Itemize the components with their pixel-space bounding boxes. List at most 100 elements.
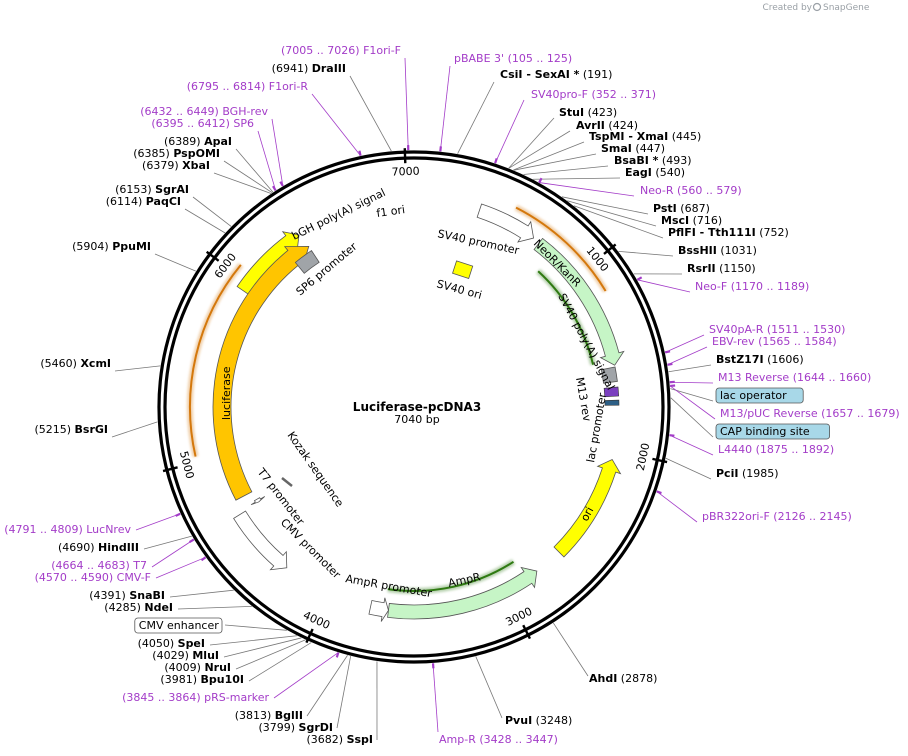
feature-sv40-ori-block[interactable] <box>452 260 474 279</box>
enzyme-label[interactable]: (4690) HindIII <box>58 541 139 554</box>
primer-label[interactable]: pBR322ori-F (2126 .. 2145) <box>702 510 852 523</box>
feature-ampr[interactable] <box>387 566 538 620</box>
enzyme-label[interactable]: RsrII (1150) <box>687 262 756 275</box>
feature-box <box>134 617 223 634</box>
feature-label-ampr-promoter: AmpR promoter <box>344 572 433 600</box>
primer-label[interactable]: EBV-rev (1565 .. 1584) <box>712 335 837 348</box>
enzyme-label[interactable]: (5904) PpuMI <box>72 240 151 253</box>
enzyme-label[interactable]: (4029) MluI <box>152 649 219 662</box>
feature-bgh-polya-block[interactable] <box>294 250 320 274</box>
leader-line <box>223 160 273 194</box>
site-label-text: AvrII (424) <box>576 119 638 132</box>
primer-label[interactable]: L4440 (1875 .. 1892) <box>718 443 834 456</box>
primer-label[interactable]: (6432 .. 6449) BGH-rev <box>140 105 268 118</box>
enzyme-label[interactable]: (3799) SgrDI <box>258 721 333 734</box>
ring-tick <box>305 628 314 644</box>
site-name: CMV-F <box>117 571 151 584</box>
site-pos: (3845 .. 3864) <box>122 691 204 704</box>
site-name: CsiI <box>500 68 522 81</box>
feature-lac-promoter-block[interactable] <box>604 399 620 406</box>
enzyme-label[interactable]: (6379) XbaI <box>142 159 210 172</box>
site-label-text: (6153) SgrAI <box>115 183 189 196</box>
backbone-ring <box>157 150 671 664</box>
primer-label[interactable]: M13 Reverse (1644 .. 1660) <box>718 371 871 384</box>
enzyme-label[interactable]: BssHII (1031) <box>678 244 757 257</box>
feature-box-label[interactable]: CAP binding site <box>715 423 830 440</box>
leader-line <box>154 253 196 272</box>
feature-box-label[interactable]: lac operator <box>715 387 804 404</box>
feature-sv40-polya-block[interactable] <box>600 366 618 384</box>
primer-label[interactable]: (6795 .. 6814) F1ori-R <box>187 80 309 93</box>
site-name: BssHII <box>678 244 717 257</box>
primer-label[interactable]: Neo-R (560 .. 579) <box>640 184 742 197</box>
primer-label[interactable]: (6395 .. 6412) SP6 <box>151 117 254 130</box>
feature-cmv-promoter[interactable] <box>233 510 288 571</box>
enzyme-label[interactable]: TspMI - XmaI (445) <box>589 130 701 143</box>
enzyme-label[interactable]: StuI (423) <box>559 106 617 119</box>
primer-label[interactable]: (3845 .. 3864) pRS-marker <box>122 691 269 704</box>
site-name: EagI <box>625 166 652 179</box>
enzyme-label[interactable]: SmaI (447) <box>601 142 665 155</box>
enzyme-label[interactable]: (3813) BglII <box>235 709 303 722</box>
site-name: SgrDI <box>299 721 333 734</box>
site-pos: (3248) <box>532 714 572 727</box>
feature-box-label[interactable]: CMV enhancer <box>134 617 223 634</box>
primer-label[interactable]: pBABE 3' (105 .. 125) <box>454 52 572 65</box>
primer-label[interactable]: SV40pA-R (1511 .. 1530) <box>709 323 845 336</box>
enzyme-label[interactable]: (6389) ApaI <box>164 135 232 148</box>
enzyme-label[interactable]: BstZ17I (1606) <box>716 353 804 366</box>
primer-site-mark <box>656 490 662 495</box>
feature-ori[interactable] <box>553 458 622 558</box>
site-name: F1ori-F <box>363 44 401 57</box>
primer-label[interactable]: Neo-F (1170 .. 1189) <box>695 280 809 293</box>
primer-label[interactable]: (4664 .. 4683) T7 <box>51 559 147 572</box>
site-label-text: (6795 .. 6814) F1ori-R <box>187 80 309 93</box>
leader-line <box>669 381 714 384</box>
feature-luciferase[interactable] <box>212 246 310 501</box>
ring-tick <box>205 250 220 262</box>
site-name: MscI <box>661 214 689 227</box>
ring-tick <box>162 466 178 473</box>
primer-label[interactable]: (7005 .. 7026) F1ori-F <box>281 44 401 57</box>
enzyme-label[interactable]: PflFI - Tth111I (752) <box>668 226 789 239</box>
primer-label[interactable]: (4791 .. 4809) LucNrev <box>4 523 131 536</box>
leader-line <box>235 148 274 193</box>
enzyme-label[interactable]: PstI (687) <box>653 202 710 215</box>
enzyme-label[interactable]: (4285) NdeI <box>104 601 173 614</box>
leader-line <box>513 153 597 171</box>
enzyme-label[interactable]: (6385) PspOMI <box>133 147 220 160</box>
feature-t7-promoter[interactable] <box>250 496 266 506</box>
primer-label[interactable]: (4570 .. 4590) CMV-F <box>35 571 151 584</box>
leader-line <box>235 639 306 670</box>
feature-sv40-promoter[interactable] <box>476 203 535 243</box>
enzyme-label[interactable]: PciI (1985) <box>716 467 779 480</box>
enzyme-label[interactable]: MscI (716) <box>661 214 722 227</box>
enzyme-label[interactable]: (5215) BsrGI <box>34 423 108 436</box>
primer-label[interactable]: SV40pro-F (352 .. 371) <box>531 88 656 101</box>
enzyme-label[interactable]: (3981) Bpu10I <box>160 673 244 686</box>
enzyme-label[interactable]: PvuI (3248) <box>505 714 572 727</box>
enzyme-label[interactable]: (4050) SpeI <box>138 637 205 650</box>
leader-line <box>169 589 234 598</box>
primer-label[interactable]: M13/pUC Reverse (1657 .. 1679) <box>720 407 900 420</box>
leader-line <box>513 141 585 171</box>
enzyme-label[interactable]: (4391) SnaBI <box>89 589 165 602</box>
enzyme-label[interactable]: (3682) SspI <box>306 733 373 746</box>
enzyme-label[interactable]: (6941) DraIII <box>272 62 346 75</box>
enzyme-label[interactable]: AhdI (2878) <box>589 672 657 685</box>
enzyme-label[interactable]: (5460) XcmI <box>40 357 111 370</box>
enzyme-label[interactable]: (4009) NruI <box>164 661 231 674</box>
enzyme-label[interactable]: (6153) SgrAI <box>115 183 189 196</box>
feature-m13-rev-block[interactable] <box>603 386 620 398</box>
enzyme-label[interactable]: (6114) PaqCI <box>106 195 181 208</box>
primer-label[interactable]: Amp-R (3428 .. 3447) <box>439 733 558 746</box>
site-pos: (1644 .. 1660) <box>789 371 871 384</box>
site-pos: (1031) <box>717 244 757 257</box>
enzyme-label[interactable]: AvrII (424) <box>576 119 638 132</box>
enzyme-label[interactable]: EagI (540) <box>625 166 685 179</box>
enzyme-label[interactable]: CsiI - SexAI * (191) <box>500 68 612 81</box>
feature-ampr-promoter[interactable] <box>368 597 389 622</box>
site-pos: (6795 .. 6814) <box>187 80 269 93</box>
enzyme-label[interactable]: BsaBI * (493) <box>614 154 692 167</box>
feature-neor-kanr[interactable] <box>533 237 625 366</box>
